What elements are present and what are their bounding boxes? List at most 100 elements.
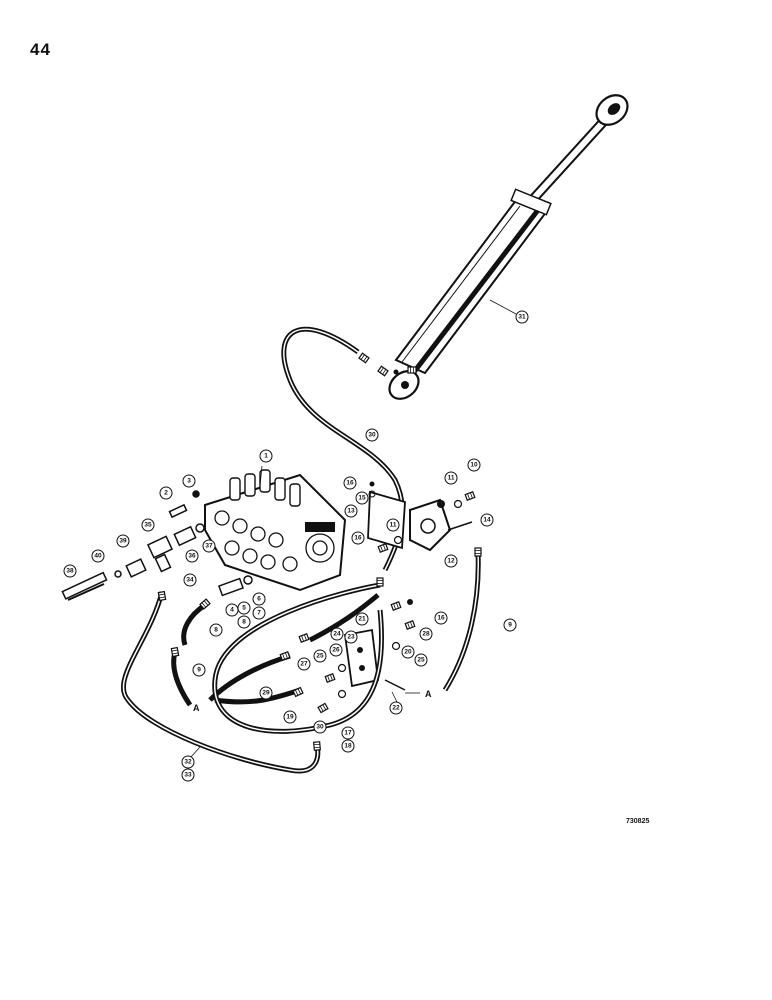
callout-26: 26 [329, 643, 343, 657]
callout-9a: 9 [192, 663, 206, 677]
svg-text:9: 9 [197, 667, 201, 674]
hydraulic-cylinder [358, 94, 629, 400]
callout-23: 23 [344, 630, 358, 644]
callout-14: 14 [480, 513, 494, 527]
callout-30b: 30 [313, 720, 327, 734]
svg-text:30: 30 [368, 432, 376, 439]
svg-text:39: 39 [119, 538, 127, 545]
svg-text:6: 6 [257, 596, 261, 603]
svg-text:25: 25 [417, 657, 425, 664]
svg-text:1: 1 [264, 453, 268, 460]
callout-16c: 16 [434, 611, 448, 625]
callout-28: 28 [419, 627, 433, 641]
callout-24: 24 [330, 627, 344, 641]
figure-id: 730825 [626, 818, 650, 825]
callout-1: 1 [259, 449, 273, 487]
svg-text:11: 11 [390, 522, 397, 529]
callout-31: 31 [489, 299, 529, 324]
lower-block [317, 599, 416, 714]
callout-9b: 9 [503, 618, 517, 632]
svg-text:11: 11 [448, 475, 455, 482]
reference-mark-a-left: A [193, 703, 200, 713]
callout-36: 36 [185, 549, 199, 563]
callout-15: 15 [355, 491, 369, 505]
svg-text:13: 13 [347, 508, 355, 515]
callout-37: 37 [202, 539, 216, 553]
svg-text:38: 38 [66, 568, 74, 575]
callout-29: 29 [259, 686, 273, 700]
svg-text:25: 25 [316, 653, 324, 660]
callout-21: 21 [355, 612, 369, 626]
callout-16b: 16 [351, 531, 365, 545]
callout-33: 33 [181, 768, 195, 782]
callout-2: 2 [159, 486, 173, 500]
svg-text:16: 16 [346, 480, 354, 487]
svg-text:33: 33 [184, 772, 192, 779]
svg-text:24: 24 [333, 631, 341, 638]
callout-13: 13 [344, 504, 358, 518]
svg-text:31: 31 [518, 314, 526, 321]
svg-text:28: 28 [422, 631, 430, 638]
svg-text:5: 5 [242, 605, 246, 612]
callout-40: 40 [91, 549, 105, 563]
callout-4: 4 [225, 603, 239, 617]
svg-text:9: 9 [508, 622, 512, 629]
callout-6: 6 [252, 592, 266, 606]
svg-text:32: 32 [184, 759, 192, 766]
svg-text:7: 7 [257, 610, 261, 617]
callout-8b: 8 [237, 615, 251, 629]
svg-text:16: 16 [354, 535, 362, 542]
callout-18: 18 [341, 739, 355, 753]
svg-text:2: 2 [164, 490, 168, 497]
callout-16: 16 [343, 476, 357, 490]
svg-text:23: 23 [347, 634, 355, 641]
callout-10: 10 [467, 458, 481, 472]
svg-text:21: 21 [358, 616, 366, 623]
svg-text:8: 8 [242, 619, 246, 626]
control-valve [204, 469, 347, 592]
callout-11: 11 [386, 518, 400, 532]
callout-20: 20 [401, 645, 415, 659]
svg-text:26: 26 [332, 647, 340, 654]
svg-text:36: 36 [188, 553, 196, 560]
svg-text:35: 35 [144, 522, 152, 529]
svg-text:22: 22 [392, 705, 400, 712]
svg-text:14: 14 [483, 517, 491, 524]
callout-30: 30 [365, 428, 379, 442]
callout-22: 22 [389, 691, 403, 715]
svg-text:8: 8 [214, 627, 218, 634]
svg-text:15: 15 [358, 495, 366, 502]
callout-32: 32 [181, 746, 201, 769]
svg-text:29: 29 [262, 690, 270, 697]
svg-text:40: 40 [94, 553, 102, 560]
svg-text:20: 20 [404, 649, 412, 656]
callout-8a: 8 [209, 623, 223, 637]
reference-mark-a-right: A [425, 689, 432, 699]
svg-text:10: 10 [470, 462, 478, 469]
callouts: 1 2 3 35 36 37 39 40 38 34 8 9 4 8 6 7 5… [63, 299, 529, 782]
callout-7: 7 [252, 606, 266, 620]
callout-38: 38 [63, 564, 77, 578]
svg-text:17: 17 [344, 730, 352, 737]
svg-text:27: 27 [300, 661, 308, 668]
callout-25: 25 [313, 649, 327, 663]
svg-text:19: 19 [286, 714, 294, 721]
svg-text:16: 16 [437, 615, 445, 622]
svg-text:18: 18 [344, 743, 352, 750]
svg-text:37: 37 [205, 543, 213, 550]
callout-11b: 11 [444, 471, 458, 485]
svg-text:4: 4 [230, 607, 234, 614]
callout-17: 17 [341, 726, 355, 740]
callout-39: 39 [116, 534, 130, 548]
callout-3: 3 [182, 474, 196, 488]
callout-27: 27 [297, 657, 311, 671]
callout-12: 12 [444, 554, 458, 568]
callout-35: 35 [141, 518, 155, 532]
manifold-block [367, 481, 476, 553]
svg-text:12: 12 [447, 558, 455, 565]
left-fittings [61, 490, 253, 601]
svg-text:3: 3 [187, 478, 191, 485]
callout-34: 34 [183, 573, 197, 587]
callout-19: 19 [283, 710, 297, 724]
